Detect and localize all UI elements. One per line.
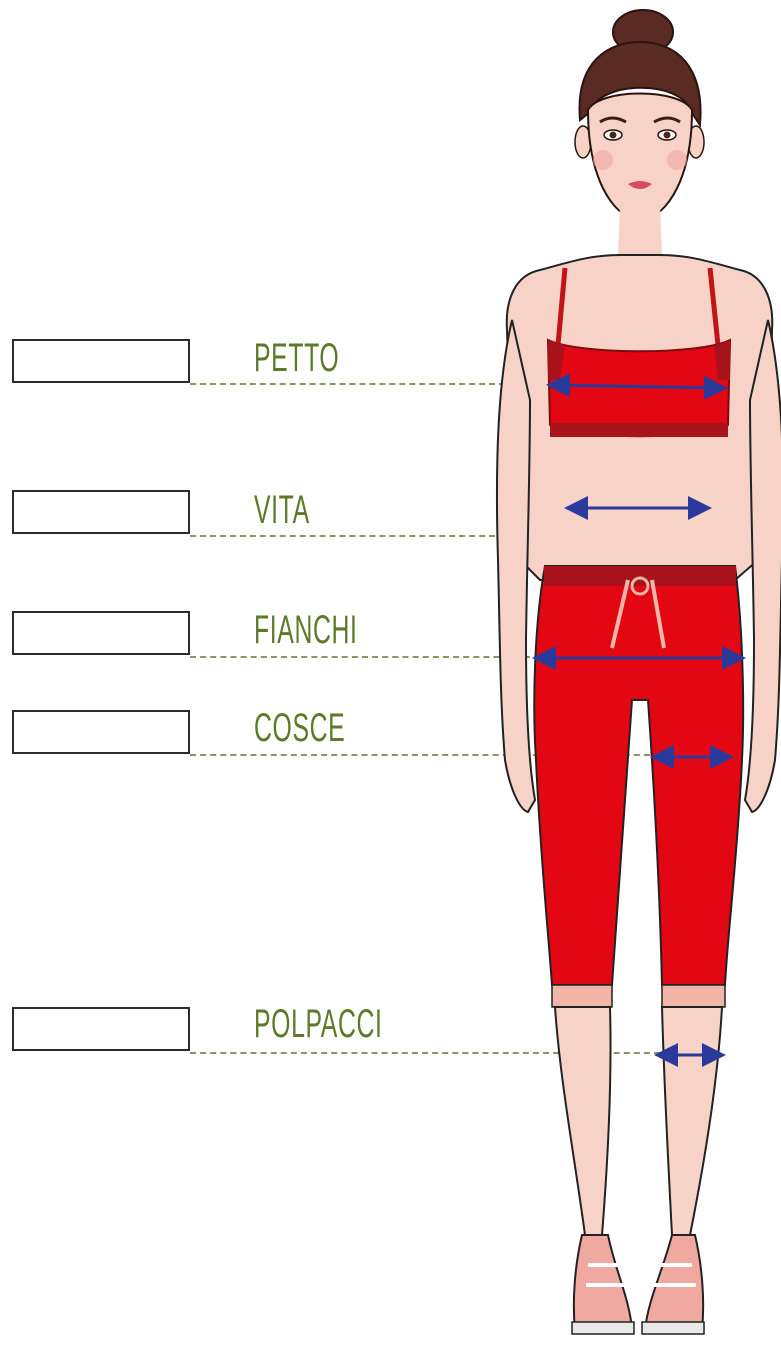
left-shoe xyxy=(574,1235,632,1330)
leggings xyxy=(534,566,743,985)
right-shoe xyxy=(645,1235,703,1330)
left-lower-leg xyxy=(555,1007,611,1235)
right-lower-leg xyxy=(662,1007,722,1235)
neck xyxy=(618,205,662,255)
